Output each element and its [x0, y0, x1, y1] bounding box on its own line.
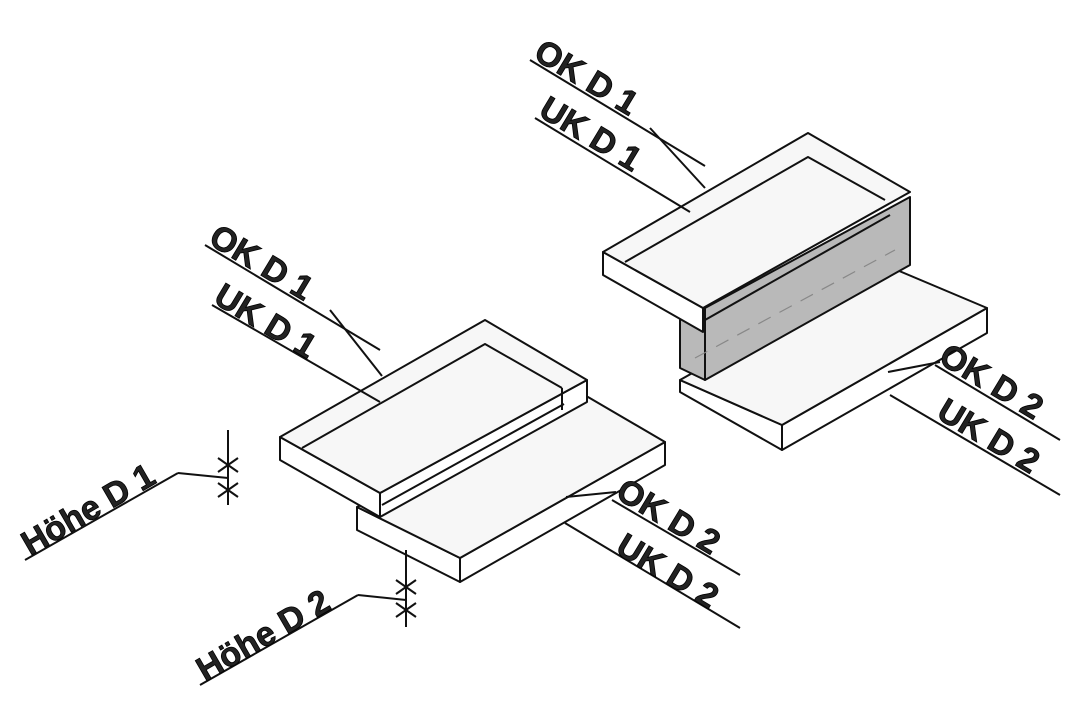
- right-lower-slab-d2: [679, 264, 988, 451]
- leader-lines: [24, 59, 1061, 686]
- right-upper-slab-d1: [602, 132, 911, 333]
- label-hoehe-d1: Höhe D 1: [15, 456, 162, 563]
- label-hoehe-d2: Höhe D 2: [190, 582, 337, 689]
- left-upper-slab-d1: [279, 319, 588, 518]
